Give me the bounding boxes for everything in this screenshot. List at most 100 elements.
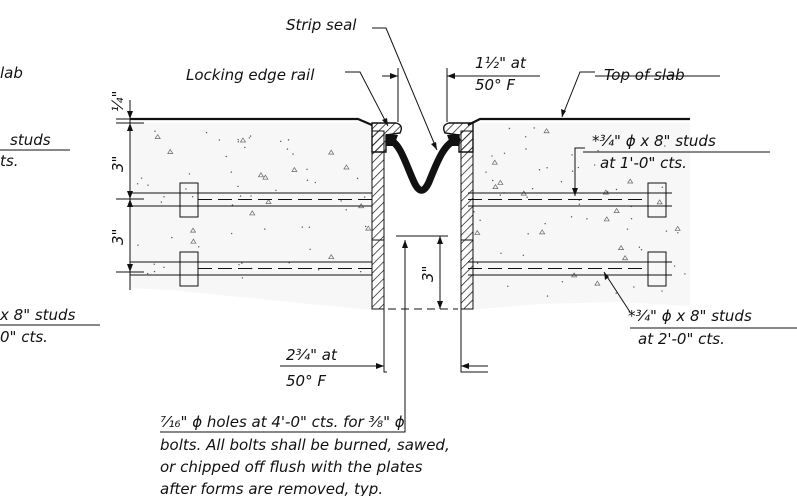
note-leader (160, 240, 406, 433)
aggregate-speck (146, 272, 149, 275)
aggregate-speck (230, 232, 233, 235)
aggregate-speck (638, 246, 641, 248)
aggregate-speck (674, 225, 681, 231)
aggregate-speck (543, 128, 550, 134)
top-of-slab-label: Top of slab (604, 66, 685, 84)
aggregate-speck (677, 232, 679, 234)
studs-left-top-fragment-line2: ts. (0, 152, 18, 170)
aggregate-speck (527, 233, 529, 235)
aggregate-speck (497, 179, 504, 185)
aggregate-speck (189, 227, 197, 233)
studs-right-bottom-line1: *¾" ϕ x 8" studs (628, 307, 752, 325)
bottom-gap-dimension (280, 363, 488, 369)
aggregate-speck (163, 266, 165, 269)
aggregate-speck (615, 188, 618, 191)
aggregate-speck (546, 295, 549, 297)
note-line1: ⁷⁄₁₆" ϕ holes at 4'-0" cts. for ³⁄₈" ϕ (160, 413, 405, 431)
studs-right-bottom-line2: at 2'-0" cts. (638, 330, 725, 348)
aggregate-speck (262, 174, 269, 180)
studs-left-bottom-fragment-line2: 0" cts. (0, 328, 48, 346)
aggregate-speck (364, 225, 367, 228)
right-lower-edge (460, 309, 488, 373)
left-vertical-dimension (116, 100, 144, 273)
aggregate-speck (664, 145, 666, 147)
aggregate-speck (136, 183, 139, 185)
aggregate-speck (317, 269, 320, 271)
center-3in-dimension (396, 235, 448, 309)
aggregate-speck (308, 226, 311, 228)
aggregate-speck (606, 191, 609, 193)
aggregate-speck (237, 138, 239, 141)
aggregate-speck (265, 198, 272, 204)
aggregate-speck (153, 263, 155, 265)
aggregate-speck (153, 270, 156, 273)
aggregate-speck (485, 171, 487, 173)
left-top-of-slab-fragment: lab (0, 64, 23, 82)
aggregate-speck (533, 127, 535, 129)
aggregate-speck (241, 277, 244, 279)
left-lower-edge (383, 309, 387, 373)
gap-top-line2: 50° F (475, 76, 515, 94)
aggregate-speck (140, 177, 143, 179)
aggregate-speck (594, 164, 596, 166)
aggregate-speck (633, 138, 636, 141)
studs-left-bottom-fragment-line1: x 8" studs (0, 306, 76, 324)
aggregate-speck (356, 177, 359, 180)
aggregate-speck (570, 216, 573, 218)
aggregate-speck (571, 154, 573, 156)
aggregate-speck (237, 185, 239, 188)
aggregate-speck (343, 164, 350, 170)
note-line2: bolts. All bolts shall be burned, sawed, (160, 436, 450, 454)
aggregate-speck (577, 166, 580, 169)
aggregate-speck (154, 133, 161, 139)
aggregate-speck (225, 155, 227, 158)
aggregate-speck (137, 244, 139, 246)
aggregate-speck (561, 281, 564, 283)
aggregate-speck (649, 157, 651, 160)
aggregate-speck (560, 181, 563, 183)
aggregate-speck (190, 238, 197, 244)
aggregate-speck (306, 168, 308, 171)
dim-quarter-inch: ¼" (109, 91, 127, 112)
aggregate-speck (301, 226, 304, 228)
aggregate-speck (613, 207, 620, 213)
left-concrete-slab (130, 123, 372, 310)
aggregate-speck (188, 173, 191, 175)
aggregate-speck (524, 136, 527, 138)
aggregate-speck (661, 290, 663, 292)
aggregate-speck (473, 211, 475, 213)
aggregate-speck (198, 246, 200, 248)
aggregate-speck (627, 145, 630, 147)
aggregate-speck (476, 262, 479, 264)
gap-bottom-line1: 2¾" at (286, 346, 338, 364)
aggregate-speck (264, 228, 266, 230)
note-line3: or chipped off flush with the plates (160, 458, 423, 476)
aggregate-speck (617, 244, 625, 250)
aggregate-speck (586, 218, 588, 220)
aggregate-speck (363, 196, 366, 198)
aggregate-speck (492, 179, 494, 182)
aggregate-speck (630, 217, 633, 220)
aggregate-speck (539, 229, 546, 235)
aggregate-speck (525, 148, 527, 150)
aggregate-speck (474, 229, 481, 235)
aggregate-speck (615, 292, 617, 294)
strip-seal-left-head (386, 134, 398, 146)
aggregate-speck (522, 254, 525, 256)
aggregate-speck (314, 181, 316, 184)
aggregate-speck (603, 216, 610, 222)
gap-top-line1: 1½" at (475, 54, 527, 72)
aggregate-speck (359, 270, 362, 273)
aggregate-speck (147, 184, 149, 186)
aggregate-speck (508, 127, 511, 130)
aggregate-speck (238, 264, 240, 266)
aggregate-speck (328, 149, 335, 155)
aggregate-speck (491, 155, 493, 157)
aggregate-speck (503, 152, 506, 155)
left-slab-top-line (130, 117, 373, 127)
left-steel-plate (371, 130, 385, 310)
aggregate-speck (621, 255, 629, 261)
stud-left-top (130, 182, 372, 218)
strip-seal (385, 136, 461, 194)
aggregate-speck (365, 225, 372, 231)
